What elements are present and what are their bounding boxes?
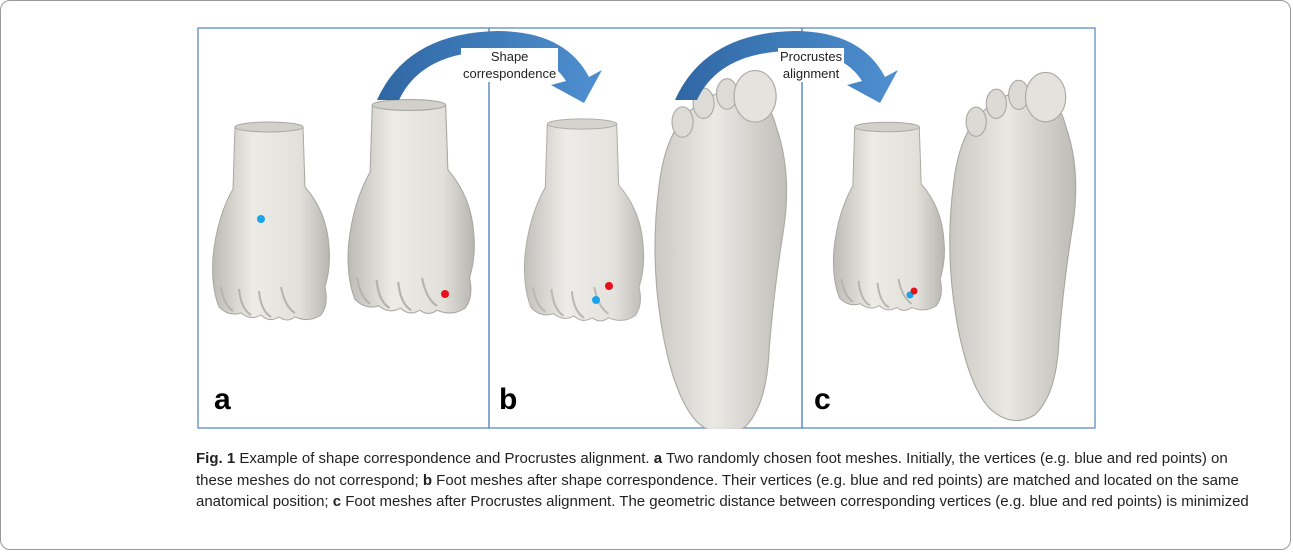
- figure-caption: Fig. 1 Example of shape correspondence a…: [196, 448, 1266, 513]
- foot-mesh-a1: [213, 122, 330, 320]
- panel-label-a: a: [214, 383, 231, 417]
- arrow-label-line: Shape: [491, 49, 529, 64]
- figure-illustration: Shape correspondence Procrustes alignmen…: [197, 27, 1096, 429]
- red-point: [441, 290, 449, 298]
- caption-label-c: c: [333, 493, 341, 510]
- arrow-label-line: correspondence: [463, 66, 556, 81]
- panel-label-b: b: [499, 383, 517, 417]
- arrow-label-procrustes-alignment: Procrustes alignment: [778, 48, 844, 82]
- foot-mesh-a2: [348, 100, 474, 314]
- red-point: [605, 282, 613, 290]
- arrow-label-line: Procrustes: [780, 49, 842, 64]
- foot-mesh-b-front: [524, 119, 643, 321]
- caption-intro: Example of shape correspondence and Proc…: [235, 450, 654, 467]
- blue-point: [592, 296, 600, 304]
- caption-text-c: Foot meshes after Procrustes alignment. …: [341, 493, 1249, 510]
- foot-mesh-c-sole: [950, 72, 1076, 420]
- caption-label-a: a: [654, 450, 662, 467]
- red-point: [911, 288, 918, 295]
- caption-label-b: b: [423, 472, 432, 489]
- caption-figure-label: Fig. 1: [196, 450, 235, 467]
- blue-point: [257, 215, 265, 223]
- arrow-label-shape-correspondence: Shape correspondence: [461, 48, 558, 82]
- arrow-label-line: alignment: [783, 66, 839, 81]
- foot-mesh-b-sole: [655, 71, 787, 429]
- foot-mesh-c-front: [833, 122, 944, 310]
- panel-label-c: c: [814, 383, 831, 417]
- figure-svg: [197, 27, 1096, 429]
